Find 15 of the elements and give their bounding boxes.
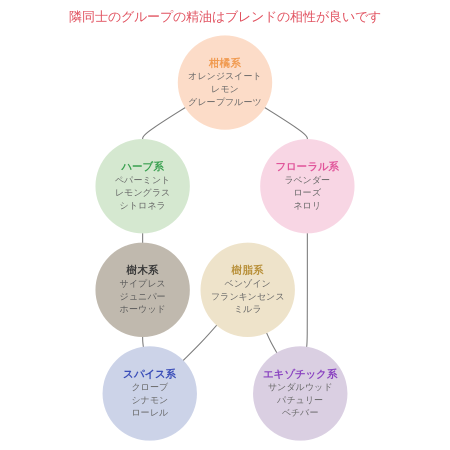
category-circle: 樹脂系 ベンゾイン フランキンセンス ミルラ (200, 242, 295, 338)
connector-line (264, 107, 308, 140)
connector-line (306, 233, 308, 348)
connector-line (266, 332, 278, 354)
connector-line (142, 233, 144, 243)
category-circle: エキゾチック系 サンダルウッド パチュリー ベチバー (253, 346, 348, 441)
connector-line (182, 324, 218, 361)
category-circle: ハーブ系 ペパーミント レモングラス シトロネラ (95, 138, 190, 234)
category-circle: 柑橘系 オレンジスイート レモン グレープフルーツ (178, 35, 272, 130)
connector-line (142, 107, 186, 140)
category-circle: スパイス系 クローブ シナモン ローレル (102, 346, 197, 441)
category-circle: フローラル系 ラベンダー ローズ ネロリ (260, 138, 355, 234)
note-text: 隣同士のグループの精油はブレンドの相性が良いです (69, 9, 381, 26)
category-circle: 樹木系 サイプレス ジュニパー ホーウッド (95, 242, 190, 338)
connector-line (142, 336, 144, 348)
